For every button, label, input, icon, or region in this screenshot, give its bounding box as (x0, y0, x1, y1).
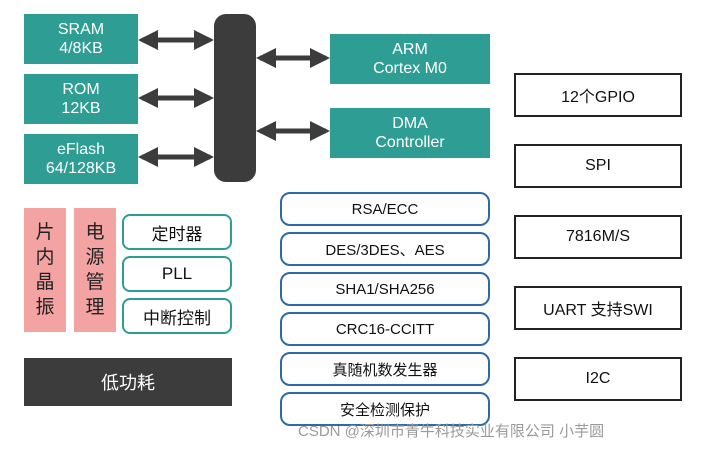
des-aes-block: DES/3DES、AES (280, 232, 490, 266)
power-char-4: 理 (85, 297, 105, 318)
trng-label: 真随机数发生器 (332, 361, 438, 379)
timer-label: 定时器 (151, 224, 203, 244)
power-char-2: 源 (85, 247, 105, 268)
sram-size: 4/8KB (59, 40, 103, 57)
rom-label: ROM (62, 81, 100, 98)
uart-block: UART 支持SWI (514, 286, 682, 330)
power-char-1: 电 (85, 222, 105, 243)
rsa-ecc-label: RSA/ECC (351, 200, 419, 218)
sram-label: SRAM (57, 21, 105, 38)
crc-block: CRC16-CCITT (280, 312, 490, 346)
i2c-block: I2C (514, 357, 682, 401)
system-bus (214, 14, 256, 182)
oscillator-char-4: 振 (35, 297, 55, 318)
dma-controller-label: Controller (375, 134, 445, 151)
gpio-block: 12个GPIO (514, 73, 682, 117)
sram-block: SRAM 4/8KB (24, 14, 138, 64)
i2c-label: I2C (585, 370, 611, 387)
power-char-3: 管 (85, 272, 105, 293)
iso7816-label: 7816M/S (565, 228, 631, 245)
eflash-size: 64/128KB (45, 160, 117, 177)
dma-block: DMA Controller (330, 108, 490, 158)
cpu-core: Cortex M0 (373, 60, 447, 77)
iso7816-block: 7816M/S (514, 215, 682, 259)
oscillator-char-2: 内 (35, 247, 55, 268)
oscillator-block: 片 内 晶 振 (24, 208, 66, 332)
interrupt-control-block: 中断控制 (122, 298, 232, 334)
gpio-label: 12个GPIO (561, 89, 635, 106)
pll-label: PLL (161, 264, 193, 283)
pll-block: PLL (122, 256, 232, 292)
sha-label: SHA1/SHA256 (335, 280, 435, 298)
rsa-ecc-block: RSA/ECC (280, 192, 490, 226)
eflash-label: eFlash (56, 141, 106, 158)
sha-block: SHA1/SHA256 (280, 272, 490, 306)
uart-label: UART 支持SWI (543, 302, 653, 319)
oscillator-char-3: 晶 (35, 272, 55, 293)
low-power-label: 低功耗 (101, 373, 155, 393)
dma-label: DMA (392, 115, 428, 132)
crc-label: CRC16-CCITT (335, 320, 435, 338)
spi-label: SPI (585, 157, 611, 174)
des-aes-label: DES/3DES、AES (325, 241, 445, 259)
low-power-block: 低功耗 (24, 358, 232, 406)
spi-block: SPI (514, 144, 682, 188)
power-management-block: 电 源 管 理 (74, 208, 116, 332)
cpu-label: ARM (392, 41, 428, 58)
rom-size: 12KB (61, 100, 101, 117)
security-protection-label: 安全检测保护 (339, 401, 430, 419)
timer-block: 定时器 (122, 214, 232, 250)
rom-block: ROM 12KB (24, 74, 138, 124)
eflash-block: eFlash 64/128KB (24, 134, 138, 184)
trng-block: 真随机数发生器 (280, 352, 490, 386)
security-protection-block: 安全检测保护 (280, 392, 490, 426)
oscillator-char-1: 片 (35, 222, 55, 243)
interrupt-control-label: 中断控制 (143, 308, 211, 328)
watermark-text: CSDN @深圳市青牛科技实业有限公司 小芋圆 (298, 423, 605, 440)
cpu-block: ARM Cortex M0 (330, 34, 490, 84)
